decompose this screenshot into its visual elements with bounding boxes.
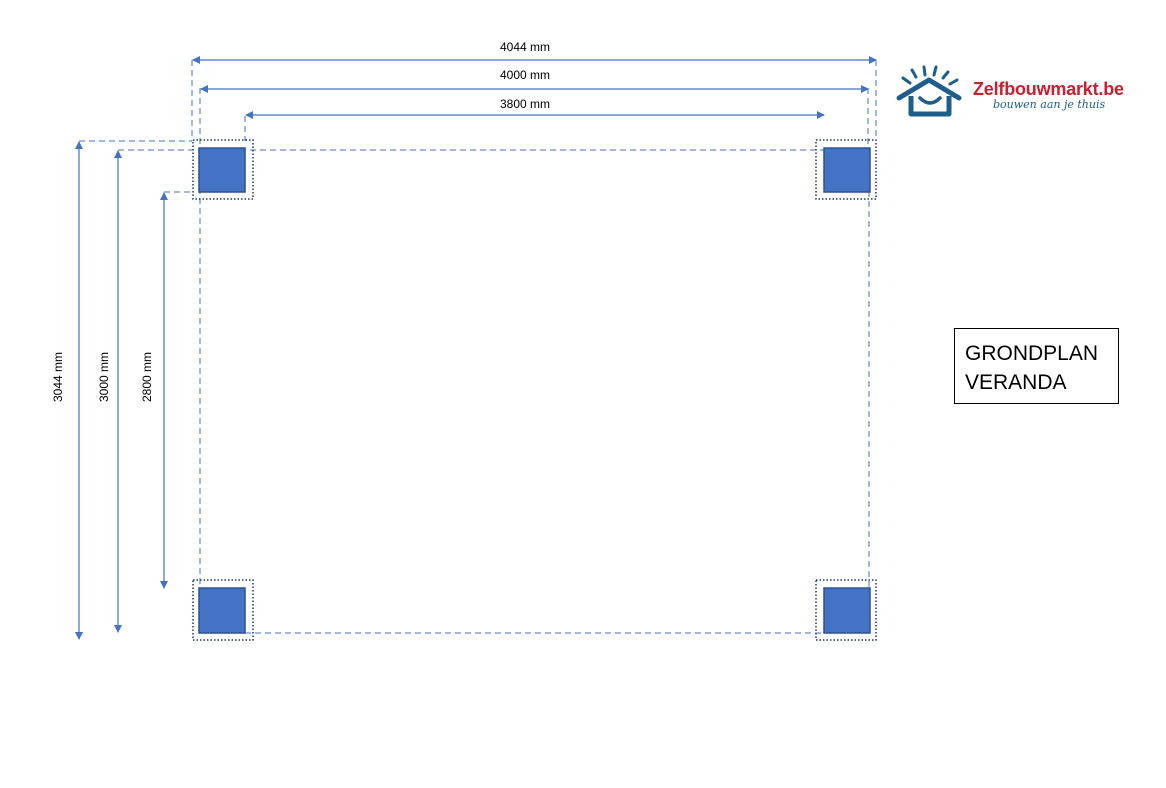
dimension-label-left-outer: 3044 mm	[51, 352, 65, 402]
post-square	[823, 587, 871, 634]
post-bottom-left	[192, 579, 254, 641]
post-top-right	[815, 139, 877, 200]
plan-title-line2: VERANDA	[965, 371, 1067, 394]
plan-title-box: GRONDPLAN VERANDA	[954, 328, 1119, 404]
plan-title-line1: GRONDPLAN	[965, 342, 1099, 365]
post-square	[198, 147, 246, 193]
zelfbouwmarkt-logo: Zelfbouwmarkt.be bouwen aan je thuis	[893, 64, 1153, 120]
extension-lines	[79, 60, 877, 193]
house-sun-icon	[896, 65, 962, 117]
post-square	[823, 147, 871, 193]
dimension-label-top-middle: 4000 mm	[500, 68, 550, 82]
post-square	[198, 587, 246, 634]
dimension-label-left-inner: 2800 mm	[140, 352, 154, 402]
dimension-label-top-inner: 3800 mm	[500, 97, 550, 111]
logo-tagline-text: bouwen aan je thuis	[993, 98, 1106, 111]
dimension-label-left-middle: 3000 mm	[97, 352, 111, 402]
logo-brand-text: Zelfbouwmarkt.be	[973, 79, 1124, 99]
post-bottom-right	[815, 579, 877, 641]
veranda-outline	[199, 149, 870, 634]
post-footprint	[815, 579, 877, 641]
dimension-label-top-outer: 4044 mm	[500, 40, 550, 54]
post-top-left	[192, 139, 254, 200]
post-footprint	[192, 579, 254, 641]
